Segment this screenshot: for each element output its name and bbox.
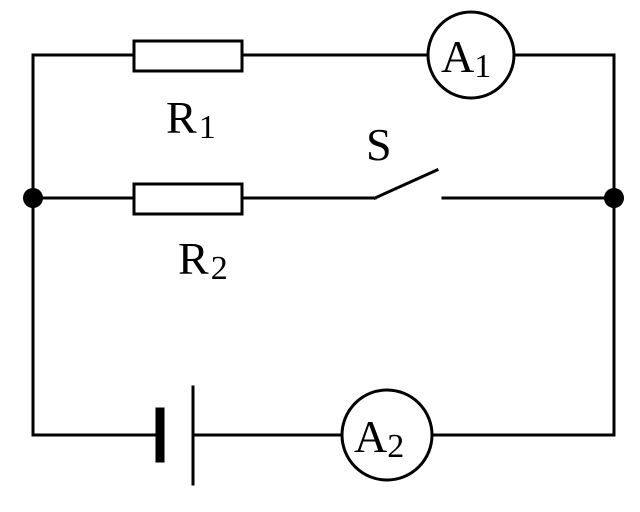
ammeter-a2 — [340, 388, 434, 482]
wire-right — [432, 53, 616, 437]
label-r2: R2 — [178, 233, 228, 287]
resistor-r2 — [132, 182, 244, 216]
label-a2: A2 — [354, 411, 404, 465]
ammeter-a1 — [426, 10, 516, 100]
label-r1: R1 — [166, 92, 216, 146]
wire-left — [31, 53, 162, 437]
label-a1: A1 — [441, 31, 491, 85]
junction-left — [23, 188, 43, 208]
label-switch-s: S — [366, 119, 392, 170]
resistor-r1 — [132, 39, 244, 73]
junction-right — [604, 188, 624, 208]
switch-s-blade — [373, 168, 439, 200]
